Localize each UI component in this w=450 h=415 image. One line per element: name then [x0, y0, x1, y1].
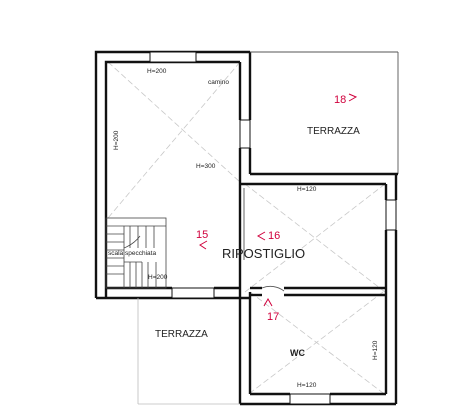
annotation-h120-bottom: H=120 [297, 382, 317, 389]
photo-marker-18-label: 18 [334, 94, 346, 106]
photo-marker-18: 18 [334, 93, 358, 106]
left-block-walls [94, 50, 250, 300]
interior-wall-left [238, 52, 252, 182]
view-direction-icon [263, 297, 273, 307]
annotation-camino: camino [208, 79, 229, 86]
photo-marker-15-label: 15 [196, 229, 208, 241]
room-label-terrazza-bottom: TERRAZZA [155, 329, 208, 340]
terrace-top-outline [250, 51, 399, 174]
annotation-h200-bottom: H=200 [148, 274, 168, 281]
annotation-scala: scala specchiata [108, 250, 156, 257]
wc-walls [240, 285, 396, 406]
staircase [105, 217, 167, 289]
photo-marker-17: 17 [263, 297, 279, 323]
room-label-terrazza-top: TERRAZZA [307, 126, 360, 137]
annotation-h300: H=300 [196, 163, 216, 170]
photo-marker-16-label: 16 [268, 230, 280, 242]
annotation-h120-right: H=120 [372, 340, 379, 360]
annotation-h120-top: H=120 [297, 186, 317, 193]
annotation-h200-top: H=200 [147, 68, 167, 75]
photo-marker-17-label: 17 [267, 311, 279, 323]
photo-marker-15: 15 [196, 229, 208, 250]
view-direction-icon [348, 93, 358, 102]
terrace-bottom-outline [137, 298, 240, 405]
room-label-wc: WC [290, 348, 305, 358]
diagonal-guides [107, 61, 386, 394]
ripostiglio-walls [238, 172, 398, 404]
view-direction-icon [199, 240, 208, 250]
view-direction-icon [256, 231, 266, 241]
windows [149, 51, 215, 299]
room-label-ripostiglio: RIPOSTIGLIO [222, 246, 305, 261]
photo-marker-16: 16 [256, 230, 280, 242]
annotation-h200-left: H=200 [113, 130, 120, 150]
